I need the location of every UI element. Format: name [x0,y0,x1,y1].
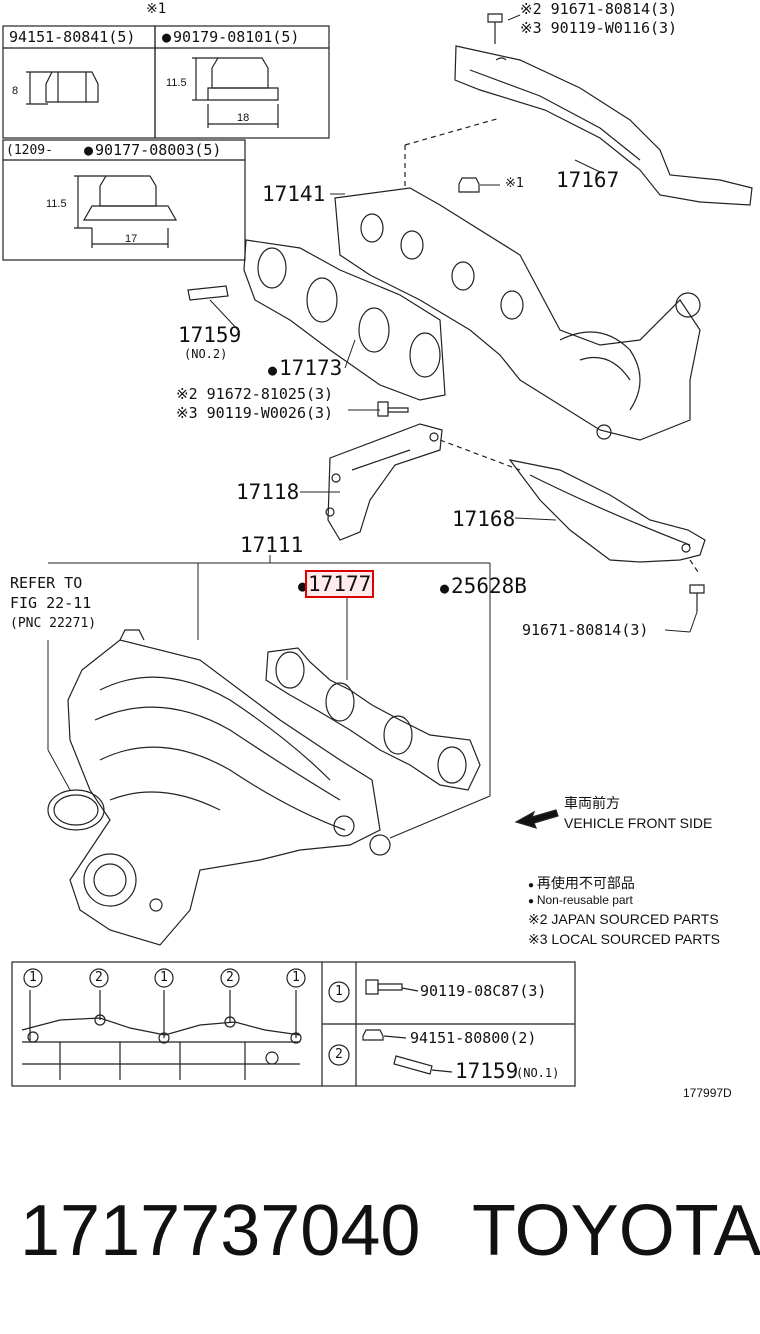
callout-exhaust-gasket: 17173 [268,358,342,379]
lower-bolt-drawing [689,584,705,612]
dim-11-5-a: 11.5 [166,77,187,89]
front-arrow-icon [514,809,559,829]
dim-18: 18 [237,112,250,124]
legend-nonreusable-en-row: ● Non-reusable part [528,893,633,907]
flange-nut-alt-drawing [74,175,178,248]
exhaust-gasket-drawing [243,239,446,401]
front-side-en: VEHICLE FRONT SIDE [564,815,713,831]
footer-part-number: 1717737040 [20,1191,421,1271]
legend-nonreusable-en: Non-reusable part [536,893,633,907]
legend-nonreusable-jp-row: ● 再使用不可部品 [528,875,635,891]
callout-intake-gasket: 17177 [305,570,375,598]
diagram-code: 177997D [683,1086,732,1100]
refer-line-1: REFER TO [10,574,83,592]
callout-stay: 17118 [236,480,300,504]
stud-drawing [187,285,229,301]
callout-exhaust-manifold: 17141 [262,182,326,206]
refer-line-2: FIG 22-11 [10,594,92,612]
intake-manifold-drawing [67,629,381,946]
marker-1-legend: 1 [335,984,343,999]
callout-heat-insulator-lower: 17168 [452,507,516,531]
callout-heat-insulator-upper: 17167 [556,168,620,192]
callout-stud-note: (NO.2) [184,347,228,361]
throttle-gasket-drawing [47,789,105,831]
gasket-bolt-drawing [377,401,409,417]
manifold-stay-drawing [325,423,443,541]
detail-part-3: 17159 [455,1059,519,1083]
callout-stud: 17159 [178,323,242,347]
footer-brand: TOYOTA [472,1191,760,1271]
detail-part-2: 94151-80800(2) [410,1029,537,1047]
callout-top-bolt-local: ※3 90119-W0116(3) [520,19,678,37]
exhaust-manifold-drawing [334,187,701,441]
callout-nut-note: ※1 [505,176,524,191]
heat-insulator-lower-drawing [508,459,706,563]
refer-line-3: (PNC 22271) [10,616,97,631]
dim-11-5-b: 11.5 [46,198,67,210]
heat-insulator-upper-drawing [454,45,753,206]
front-side-jp: 車両前方 [564,795,620,811]
table-row2-date: (1209- [6,143,53,158]
table-part-row2: 90177-08003(5) [84,143,221,158]
marker-2-a: 2 [95,970,103,985]
legend-japan-sourced: ※2 JAPAN SOURCED PARTS [528,911,719,927]
exploded-parts-diagram [2,13,753,1087]
intake-gasket-drawing [265,647,481,791]
callout-lower-bolt: 91671-80814(3) [522,621,649,639]
callout-bolt-japan: ※2 91672-81025(3) [176,385,334,403]
dim-8: 8 [12,85,19,97]
fastener-table [2,25,330,261]
callout-top-bolt-japan: ※2 91671-80814(3) [520,0,678,18]
dim-17: 17 [125,233,138,245]
flange-nut-large-drawing [192,57,279,128]
marker-2-legend: 2 [335,1047,343,1062]
marker-1-c: 1 [292,970,300,985]
callout-bolt-local: ※3 90119-W0026(3) [176,404,334,422]
top-note: ※1 [146,1,167,17]
oring-drawing [369,834,391,856]
table-part-col2: 90179-08101(5) [162,30,299,45]
callout-intake-gasket-row: ●17177 [298,570,375,598]
footer: 1717737040 TOYOTA [20,1191,760,1285]
detail-part-3-note: (NO.1) [516,1066,560,1080]
callout-oring: 25628B [440,576,527,597]
marker-2-b: 2 [226,970,234,985]
legend-local-sourced: ※3 LOCAL SOURCED PARTS [528,931,720,947]
top-bolt-drawing [487,13,503,44]
flange-nut-drawing [26,71,99,105]
detail-part-1: 90119-08C87(3) [420,982,547,1000]
detail-box [11,961,576,1087]
marker-1-b: 1 [160,970,168,985]
manifold-nut-drawing [458,177,480,193]
marker-1-a: 1 [29,970,37,985]
table-part-col1: 94151-80841(5) [9,28,136,46]
callout-intake-manifold: 17111 [240,533,304,557]
legend-nonreusable-jp: 再使用不可部品 [536,875,635,891]
